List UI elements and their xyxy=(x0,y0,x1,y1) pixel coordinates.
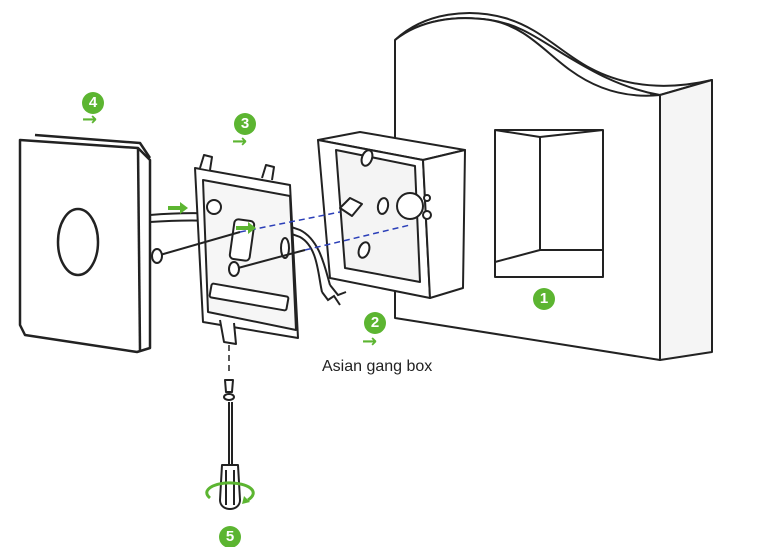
step-3-arrow-icon: → xyxy=(232,131,248,152)
cable-arrow-icon xyxy=(168,202,188,214)
rotate-icon xyxy=(205,481,255,502)
face-panel xyxy=(18,133,152,354)
mounting-plate xyxy=(194,154,299,345)
gang-box xyxy=(317,131,466,299)
wall-screws xyxy=(151,231,306,277)
step-4-badge: 4 xyxy=(82,92,104,114)
step-2-arrow-icon: → xyxy=(362,331,378,352)
gang-box-caption: Asian gang box xyxy=(322,358,433,375)
rotate-arrowhead xyxy=(242,496,250,504)
step-2-badge: 2 xyxy=(364,312,386,334)
step-4-arrow-icon: → xyxy=(82,109,98,130)
screwdriver xyxy=(219,379,241,510)
step-5-badge: 5 xyxy=(219,526,241,547)
step-3-badge: 3 xyxy=(234,113,256,135)
step-1-badge: 1 xyxy=(533,288,555,310)
plate-arrow-icon xyxy=(236,222,256,234)
alignment-guides xyxy=(228,211,411,375)
